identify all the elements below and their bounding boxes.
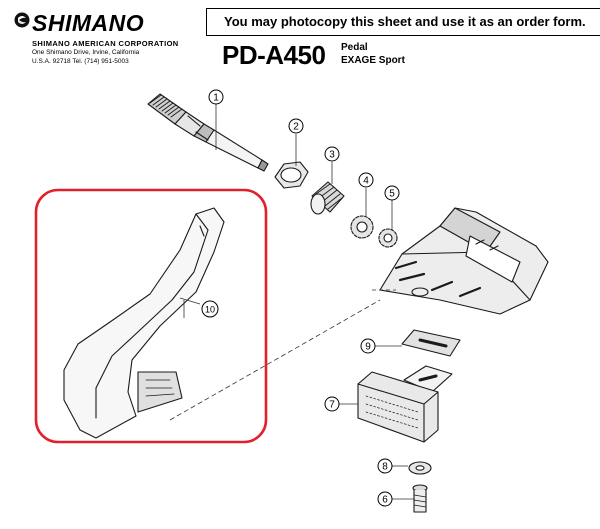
tooth-washer (350, 215, 374, 239)
callout-2-label: 2 (293, 122, 299, 133)
address-line-2: U.S.A. 92718 Tel. (714) 951-5003 (32, 58, 129, 65)
callout-9: 9 (360, 338, 376, 354)
callout-6: 6 (377, 491, 393, 507)
callout-6-label: 6 (382, 495, 388, 506)
callout-3: 3 (324, 146, 340, 162)
leader-lines (169, 104, 414, 500)
toe-clip (63, 207, 225, 439)
screw (412, 484, 428, 513)
header-rule-bottom (206, 35, 600, 36)
callout-8-label: 8 (382, 462, 388, 473)
model-description-line-2: EXAGE Sport (341, 55, 405, 66)
lock-nut (274, 161, 309, 189)
callout-5-label: 5 (389, 189, 395, 200)
company-name: SHIMANO AMERICAN CORPORATION (32, 39, 179, 48)
callout-5: 5 (384, 185, 400, 201)
model-description-line-1: Pedal (341, 42, 368, 53)
callout-8: 8 (377, 458, 393, 474)
callouts: 1 2 3 4 5 9 7 8 6 10 (201, 89, 400, 507)
callout-3-label: 3 (329, 150, 335, 161)
callout-1-label: 1 (213, 93, 219, 104)
pedal-body (379, 207, 549, 315)
header-rule-vertical (206, 8, 207, 36)
photocopy-notice: You may photocopy this sheet and use it … (224, 14, 586, 29)
small-tooth-washer (378, 228, 398, 248)
cone-sleeve (310, 181, 345, 215)
model-number: PD-A450 (222, 40, 326, 70)
pedal-axle (147, 93, 269, 172)
shimano-logo-icon (14, 12, 30, 33)
reflector-pad (401, 329, 461, 357)
highlight-box (34, 188, 268, 444)
callout-10: 10 (201, 300, 219, 318)
callout-7-label: 7 (329, 400, 335, 411)
reflector (357, 365, 453, 443)
callout-4-label: 4 (363, 176, 369, 187)
callout-1: 1 (208, 89, 224, 105)
header-rule-top (206, 8, 600, 9)
address-line-1: One Shimano Drive, Irvine, California (32, 49, 140, 56)
callout-2: 2 (288, 118, 304, 134)
callout-10-label: 10 (205, 305, 215, 315)
callout-4: 4 (358, 172, 374, 188)
callout-9-label: 9 (365, 342, 371, 353)
brand-name: SHIMANO (32, 10, 145, 36)
washer (408, 461, 432, 475)
callout-7: 7 (324, 396, 340, 412)
